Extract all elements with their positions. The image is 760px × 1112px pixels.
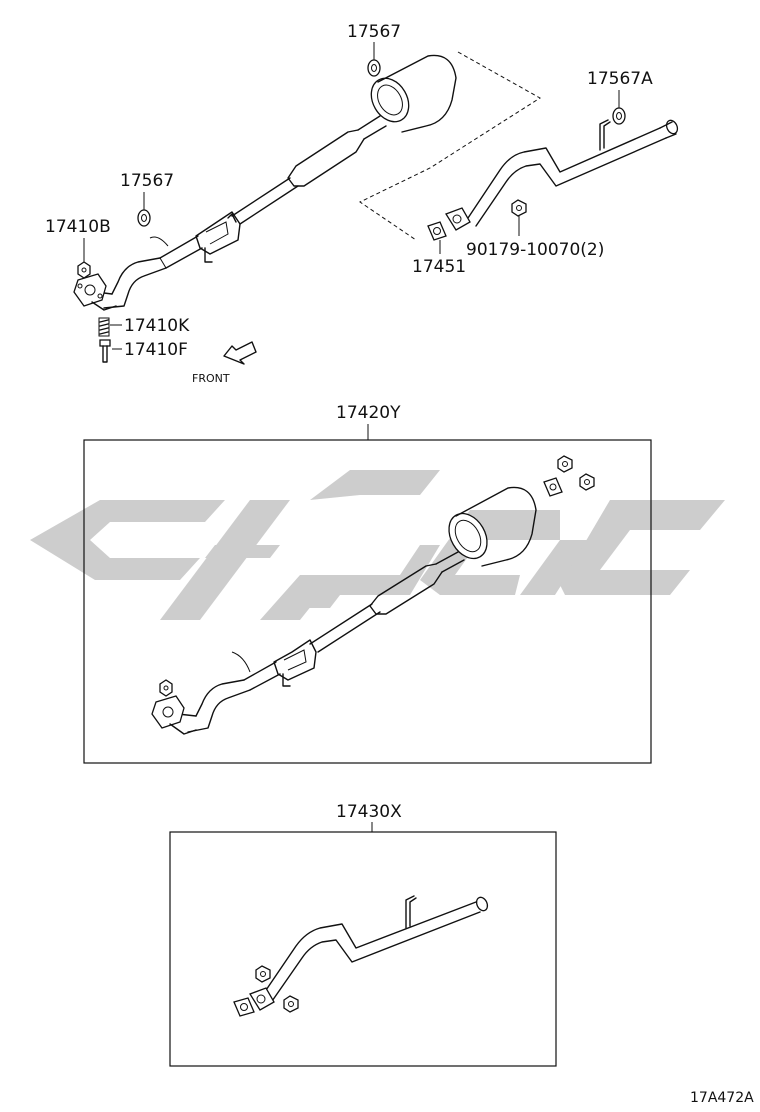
hanger-rubber-17567-left (137, 209, 151, 227)
nut-90179 (511, 199, 527, 217)
spring-17410k (98, 317, 110, 337)
exhaust-assy-17420y (151, 455, 595, 735)
hanger-rubber-17567-top (367, 59, 381, 77)
label-17410b: 17410B (45, 217, 111, 237)
front-direction-arrow (223, 341, 257, 365)
label-90179-10070: 90179-10070(2) (466, 240, 604, 260)
bolt-17410f (99, 339, 111, 363)
assy-box-17420y (83, 439, 652, 764)
leader-lines-top (83, 42, 620, 350)
assy-box-17430x (169, 831, 557, 1067)
label-17410k: 17410K (124, 316, 190, 336)
label-17567a: 17567A (587, 69, 653, 89)
nut-17410b (77, 261, 91, 279)
tail-pipe-assy (445, 119, 679, 231)
hanger-rubber-17567a (612, 107, 626, 125)
label-17567-top: 17567 (347, 22, 401, 42)
label-17410f: 17410F (124, 340, 188, 360)
label-17420y: 17420Y (336, 403, 401, 423)
label-17451: 17451 (412, 257, 466, 277)
tail-pipe-17430x (233, 895, 489, 1017)
diagram-code: 17A472A (690, 1090, 754, 1106)
label-front: FRONT (192, 372, 230, 385)
gasket-17451 (427, 221, 447, 241)
leader-dashed-link (359, 51, 541, 241)
front-exhaust-pipe-assy (73, 54, 457, 311)
watermark-logo (30, 470, 725, 620)
label-17567-left: 17567 (120, 171, 174, 191)
label-17430x: 17430X (336, 802, 402, 822)
